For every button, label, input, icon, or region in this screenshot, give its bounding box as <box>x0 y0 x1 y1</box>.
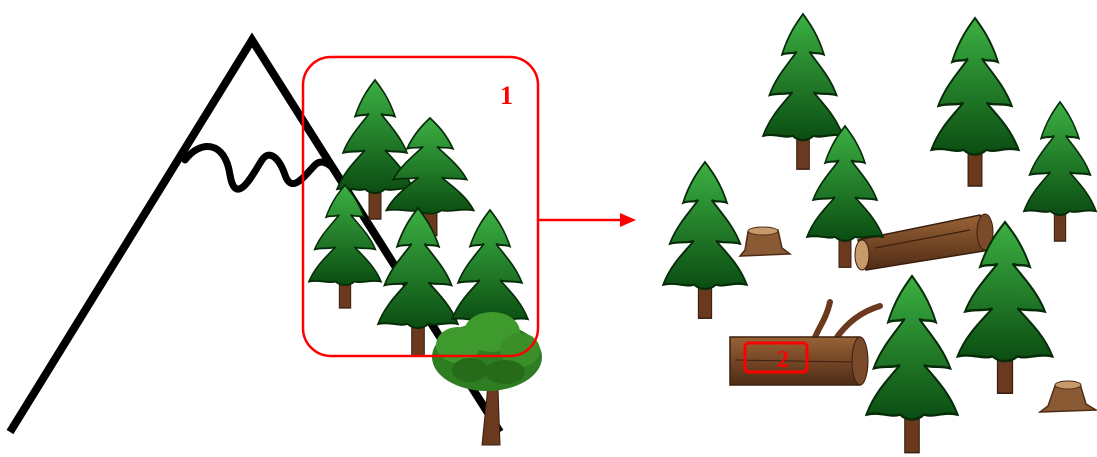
callout-2-box <box>743 341 809 374</box>
conifer-tree-icon <box>1022 101 1097 243</box>
fallen-log-icon: 2 <box>729 299 883 386</box>
callout-1: 1 <box>301 55 540 358</box>
conifer-tree-icon <box>385 117 475 237</box>
callout-1-label: 1 <box>500 81 513 110</box>
tree-stump-icon <box>738 226 793 257</box>
conifer-tree-icon <box>662 160 748 320</box>
conifer-tree-icon <box>865 274 959 454</box>
callout-1-box <box>301 55 540 358</box>
tree-stump-icon <box>1037 380 1097 413</box>
deciduous-tree-icon <box>432 312 542 446</box>
conifer-tree-icon <box>762 12 844 171</box>
fallen-log-icon <box>854 213 994 271</box>
mountain-snowline <box>181 143 339 193</box>
callout-2-label: 2 <box>777 347 789 373</box>
right-forest-detail: 2 <box>662 12 1097 454</box>
zoom-arrow <box>538 213 636 227</box>
conifer-tree-icon <box>930 16 1020 188</box>
